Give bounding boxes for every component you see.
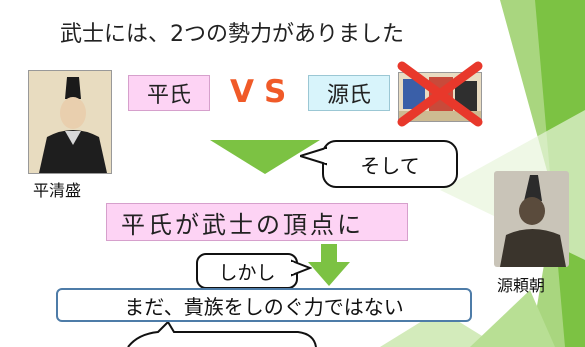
genji-label: 源氏 bbox=[326, 83, 371, 108]
bubble-tail bbox=[290, 258, 313, 278]
kiyomori-caption: 平清盛 bbox=[33, 181, 82, 200]
apex-text: 平氏が武士の頂点に bbox=[121, 210, 364, 239]
not-yet-text-box: まだ、貴族をしのぐ力ではない bbox=[56, 288, 472, 322]
down-arrow-icon bbox=[308, 244, 350, 286]
apex-text-box: 平氏が武士の頂点に bbox=[106, 203, 408, 241]
yoritomo-caption: 源頼朝 bbox=[497, 276, 546, 295]
kiyomori-portrait bbox=[28, 70, 112, 174]
yoritomo-statue bbox=[494, 171, 569, 267]
heike-label-box: 平氏 bbox=[128, 75, 210, 111]
genji-label-box: 源氏 bbox=[308, 75, 390, 111]
heike-label: 平氏 bbox=[146, 83, 191, 108]
soshite-bubble-text: そして bbox=[360, 153, 420, 178]
bubble-tail bbox=[296, 144, 328, 168]
soshite-bubble: そして bbox=[322, 140, 458, 188]
cross-mark-icon bbox=[394, 60, 486, 128]
down-arrow-icon bbox=[210, 140, 320, 174]
shikashi-bubble: しかし bbox=[196, 253, 298, 289]
vs-text: VS bbox=[230, 74, 297, 110]
slide-title: 武士には、2つの勢力がありました bbox=[60, 22, 404, 47]
partial-bubble bbox=[118, 320, 318, 347]
not-yet-text: まだ、貴族をしのぐ力ではない bbox=[124, 294, 404, 319]
shikashi-bubble-text: しかし bbox=[218, 261, 276, 284]
